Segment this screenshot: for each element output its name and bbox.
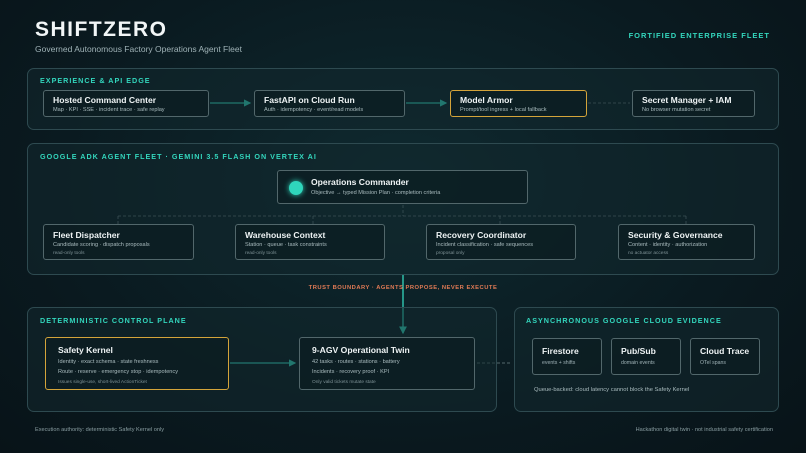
card-warehouse-context[interactable]: Warehouse Context Station · queue · task… bbox=[235, 224, 385, 260]
card-title: Firestore bbox=[542, 346, 579, 356]
card-note: no actuator access bbox=[628, 251, 669, 256]
card-title: Operations Commander bbox=[311, 177, 409, 187]
card-title: FastAPI on Cloud Run bbox=[264, 95, 355, 105]
card-note: read-only tools bbox=[53, 251, 85, 256]
card-firestore[interactable]: Firestore events + shifts bbox=[532, 338, 602, 375]
brand-title: SHIFTZERO bbox=[35, 18, 168, 41]
card-recovery-coordinator[interactable]: Recovery Coordinator Incident classifica… bbox=[426, 224, 576, 260]
card-subtitle: Objective → typed Mission Plan · complet… bbox=[311, 190, 441, 196]
card-title: Fleet Dispatcher bbox=[53, 230, 120, 240]
card-subtitle: No browser mutation secret bbox=[642, 107, 711, 113]
card-subtitle: Incident classification · safe sequences bbox=[436, 242, 534, 248]
card-title: Warehouse Context bbox=[245, 230, 326, 240]
card-title: Hosted Command Center bbox=[53, 95, 157, 105]
card-subtitle: Prompt/tool ingress + local fallback bbox=[460, 107, 547, 113]
card-cloud-trace[interactable]: Cloud Trace OTel spans bbox=[690, 338, 760, 375]
card-operations-commander[interactable]: Operations Commander Objective → typed M… bbox=[277, 170, 528, 204]
fleet-panel-title: GOOGLE ADK AGENT FLEET · GEMINI 3.5 FLAS… bbox=[40, 152, 317, 161]
card-title: Model Armor bbox=[460, 95, 513, 105]
card-title: Secret Manager + IAM bbox=[642, 95, 732, 105]
card-title: Security & Governance bbox=[628, 230, 723, 240]
card-title: Cloud Trace bbox=[700, 346, 750, 356]
card-subtitle: domain events bbox=[621, 360, 655, 366]
card-line: 42 tasks · routes · stations · battery bbox=[312, 359, 400, 365]
card-security-governance[interactable]: Security & Governance Content · identity… bbox=[618, 224, 755, 260]
card-title: Recovery Coordinator bbox=[436, 230, 527, 240]
footer-right: Hackathon digital twin · not industrial … bbox=[635, 427, 773, 433]
card-title: 9-AGV Operational Twin bbox=[312, 345, 410, 355]
evidence-panel-title: ASYNCHRONOUS GOOGLE CLOUD EVIDENCE bbox=[526, 316, 722, 325]
card-title: Pub/Sub bbox=[621, 346, 656, 356]
card-model-armor[interactable]: Model Armor Prompt/tool ingress + local … bbox=[450, 90, 587, 117]
edge-panel-title: EXPERIENCE & API EDGE bbox=[40, 76, 151, 85]
card-fleet-dispatcher[interactable]: Fleet Dispatcher Candidate scoring · dis… bbox=[43, 224, 194, 260]
brand-subtitle: Governed Autonomous Factory Operations A… bbox=[35, 44, 242, 54]
card-operational-twin[interactable]: 9-AGV Operational Twin 42 tasks · routes… bbox=[299, 337, 475, 390]
card-line: Identity · exact schema · state freshnes… bbox=[58, 359, 159, 365]
card-subtitle: OTel spans bbox=[700, 360, 726, 366]
card-subtitle: Map · KPI · SSE · incident trace · safe … bbox=[53, 107, 165, 113]
commander-status-dot-icon bbox=[289, 181, 303, 195]
card-note: Issues single-use, short-lived ActionTic… bbox=[58, 380, 147, 385]
card-line: Incidents · recovery proof · KPI bbox=[312, 369, 390, 375]
card-secret-manager-iam[interactable]: Secret Manager + IAM No browser mutation… bbox=[632, 90, 755, 117]
card-subtitle: Station · queue · task constraints bbox=[245, 242, 327, 248]
card-note: Only valid tickets mutate state bbox=[312, 380, 376, 385]
card-subtitle: Content · identity · authorization bbox=[628, 242, 708, 248]
card-subtitle: events + shifts bbox=[542, 360, 576, 366]
card-subtitle: Auth · idempotency · event/read models bbox=[264, 107, 364, 113]
header-tagline: FORTIFIED ENTERPRISE FLEET bbox=[628, 31, 770, 40]
card-pubsub[interactable]: Pub/Sub domain events bbox=[611, 338, 681, 375]
card-title: Safety Kernel bbox=[58, 345, 113, 355]
card-fastapi-cloud-run[interactable]: FastAPI on Cloud Run Auth · idempotency … bbox=[254, 90, 405, 117]
card-note: proposal only bbox=[436, 251, 465, 256]
card-line: Route · reserve · emergency stop · idemp… bbox=[58, 369, 179, 375]
footer-left: Execution authority: deterministic Safet… bbox=[35, 427, 165, 433]
card-safety-kernel[interactable]: Safety Kernel Identity · exact schema · … bbox=[45, 337, 229, 390]
trust-boundary-label: TRUST BOUNDARY · AGENTS PROPOSE, NEVER E… bbox=[308, 285, 498, 291]
card-note: read-only tools bbox=[245, 251, 277, 256]
card-hosted-command-center[interactable]: Hosted Command Center Map · KPI · SSE · … bbox=[43, 90, 209, 117]
card-subtitle: Candidate scoring · dispatch proposals bbox=[53, 242, 150, 248]
control-plane-title: DETERMINISTIC CONTROL PLANE bbox=[40, 316, 187, 325]
evidence-note: Queue-backed: cloud latency cannot block… bbox=[534, 387, 690, 393]
